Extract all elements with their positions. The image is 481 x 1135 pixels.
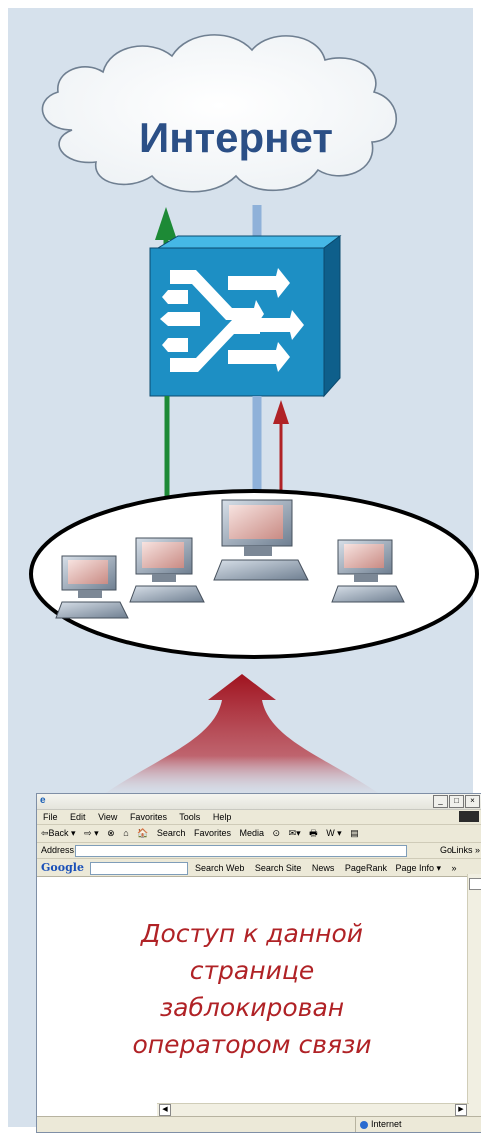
switch-arrows-icon <box>160 268 304 372</box>
go-button[interactable]: Go <box>439 845 452 855</box>
refresh-button[interactable]: ⌂ <box>123 828 129 838</box>
search-site-button[interactable]: Search Site <box>254 863 302 873</box>
history-button[interactable]: ⊙ <box>272 828 281 838</box>
toolbar: ⇦Back ▾ ⇨ ▾ ⊗ ⌂ 🏠 Search Favorites Media… <box>37 825 481 843</box>
menu-view[interactable]: View <box>98 812 118 822</box>
menu-help[interactable]: Help <box>212 812 232 822</box>
browser-window: e _ □ × File Edit View Favorites Tools H… <box>36 793 481 1133</box>
page-info-button[interactable]: Page Info ▾ <box>395 863 442 873</box>
menu-file[interactable]: File <box>43 812 58 822</box>
google-search-input[interactable] <box>90 862 189 876</box>
maximize-button[interactable]: □ <box>449 795 464 808</box>
pagerank-indicator: PageRank <box>344 863 387 873</box>
status-bar: Internet <box>37 1116 481 1132</box>
menu-favorites[interactable]: Favorites <box>129 812 167 822</box>
discuss-button[interactable]: ▤ <box>350 828 359 838</box>
horizontal-scrollbar[interactable]: ◀▶ <box>157 1103 469 1116</box>
close-button[interactable]: × <box>465 795 480 808</box>
network-switch <box>149 235 342 398</box>
address-label: Address <box>41 845 75 855</box>
toolbar-overflow-button[interactable]: » <box>451 863 457 873</box>
address-bar: Address Go Links » <box>37 843 481 859</box>
globe-icon <box>360 1120 368 1129</box>
computer-1 <box>55 555 129 619</box>
browser-titlebar: e _ □ × <box>37 794 481 810</box>
mail-button[interactable]: ✉▾ <box>288 828 301 838</box>
links-button[interactable]: Links » <box>451 845 480 855</box>
forward-button[interactable]: ⇨ ▾ <box>84 828 99 838</box>
internet-label: Интернет <box>139 114 333 161</box>
blocked-message: Доступ к данной странице заблокирован оп… <box>132 919 372 1059</box>
search-web-button[interactable]: Search Web <box>194 863 245 873</box>
back-button[interactable]: ⇦Back ▾ <box>41 828 76 838</box>
news-button[interactable]: News <box>311 863 335 873</box>
ie-logo-icon: e <box>40 795 46 806</box>
zone-label: Internet <box>371 1119 402 1129</box>
red-request-arrow <box>273 400 289 500</box>
home-button[interactable]: 🏠 <box>137 828 149 838</box>
page-content: Доступ к данной странице заблокирован оп… <box>37 874 467 1104</box>
cloud-internet: Интернет <box>41 34 397 193</box>
status-zone: Internet <box>355 1117 402 1132</box>
media-button[interactable]: Media <box>239 828 265 838</box>
windows-logo-icon <box>459 811 479 822</box>
menu-bar: File Edit View Favorites Tools Help <box>37 810 481 825</box>
search-button[interactable]: Search <box>156 828 186 838</box>
google-logo[interactable]: Google <box>41 861 84 874</box>
computer-3 <box>213 499 309 581</box>
computer-4 <box>331 539 405 603</box>
print-button[interactable]: 🖶 <box>309 828 318 838</box>
menu-edit[interactable]: Edit <box>70 812 86 822</box>
vertical-scrollbar[interactable] <box>467 874 481 1118</box>
menu-tools[interactable]: Tools <box>179 812 201 822</box>
minimize-button[interactable]: _ <box>433 795 448 808</box>
block-response-arrow <box>96 674 388 800</box>
stop-button[interactable]: ⊗ <box>107 828 115 838</box>
address-input[interactable] <box>75 845 407 857</box>
google-toolbar: Google Search Web Search Site News PageR… <box>37 859 481 877</box>
edit-button[interactable]: W ▾ <box>326 828 342 838</box>
network-diagram: Интернет <box>29 34 479 800</box>
favorites-button[interactable]: Favorites <box>193 828 231 838</box>
computer-2 <box>129 537 205 603</box>
